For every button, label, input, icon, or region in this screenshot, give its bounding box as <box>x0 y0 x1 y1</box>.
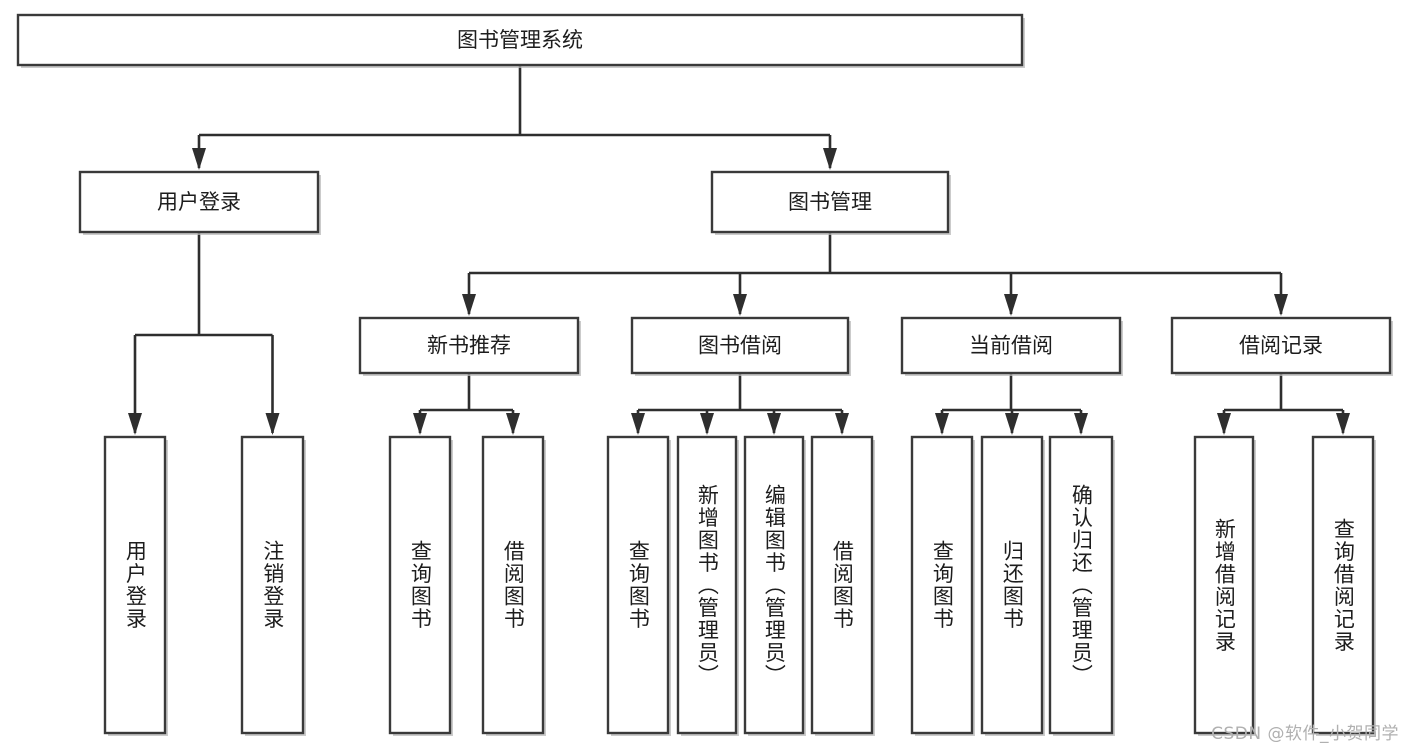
arrow-leaf-7 <box>835 413 849 435</box>
arrow-level3-3 <box>1274 294 1288 316</box>
arrow-leaf-0 <box>128 413 142 435</box>
level3-label-0: 新书推荐 <box>427 334 511 358</box>
level3-box-3[interactable] <box>1170 316 1392 375</box>
leaf-box-4[interactable] <box>606 435 670 735</box>
level3-box-2[interactable] <box>900 316 1122 375</box>
arrow-leaf-3 <box>506 413 520 435</box>
arrow-level2-1 <box>823 148 837 170</box>
level2-label-1: 图书管理 <box>788 190 872 214</box>
leaf-box-6[interactable] <box>743 435 805 735</box>
leaf-box-0[interactable] <box>103 435 167 735</box>
leaf-box-10[interactable] <box>1048 435 1114 735</box>
level3-label-2: 当前借阅 <box>969 334 1053 358</box>
arrow-level3-1 <box>733 294 747 316</box>
leaf-box-12[interactable] <box>1311 435 1375 735</box>
arrow-leaf-6 <box>767 413 781 435</box>
arrow-level3-2 <box>1004 294 1018 316</box>
leaf-box-7[interactable] <box>810 435 874 735</box>
node-box-layer <box>16 13 1393 736</box>
level2-box-1[interactable] <box>710 170 950 234</box>
arrow-leaf-12 <box>1336 413 1350 435</box>
arrow-leaf-1 <box>265 413 280 435</box>
level3-box-0[interactable] <box>358 316 580 375</box>
arrow-level3-0 <box>462 294 476 316</box>
root-box-0[interactable] <box>16 13 1024 67</box>
csdn-watermark: CSDN @软件_小贺同学 <box>1211 724 1399 744</box>
level2-box-0[interactable] <box>78 170 320 234</box>
arrow-leaf-9 <box>1005 413 1019 435</box>
level3-label-3: 借阅记录 <box>1239 334 1323 358</box>
leaf-box-11[interactable] <box>1193 435 1255 735</box>
arrow-leaf-8 <box>935 413 949 435</box>
arrow-leaf-2 <box>413 413 427 435</box>
level3-label-1: 图书借阅 <box>698 334 782 358</box>
arrow-leaf-5 <box>700 413 714 435</box>
level2-label-0: 用户登录 <box>157 190 241 214</box>
arrow-leaf-10 <box>1074 413 1088 435</box>
level3-box-1[interactable] <box>630 316 850 375</box>
root-label-0: 图书管理系统 <box>457 28 583 52</box>
arrow-level2-0 <box>192 148 206 170</box>
connector-layer <box>128 65 1350 435</box>
leaf-box-5[interactable] <box>676 435 738 735</box>
arrow-leaf-4 <box>631 413 645 435</box>
leaf-box-8[interactable] <box>910 435 974 735</box>
leaf-box-1[interactable] <box>240 435 305 735</box>
leaf-box-2[interactable] <box>388 435 452 735</box>
leaf-box-3[interactable] <box>481 435 545 735</box>
arrow-leaf-11 <box>1217 413 1231 435</box>
leaf-box-9[interactable] <box>980 435 1044 735</box>
